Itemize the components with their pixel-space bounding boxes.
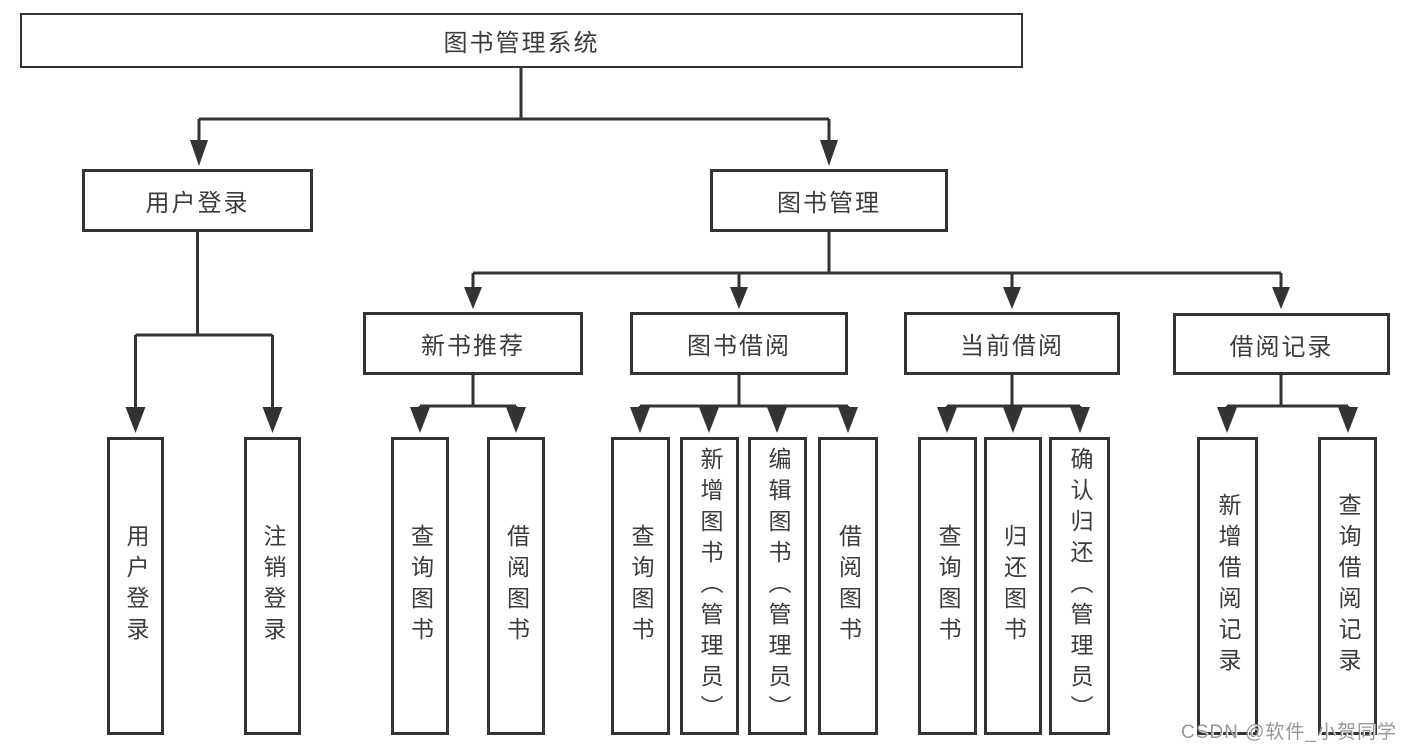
node-library-system: 图书管理系统 (20, 13, 1023, 68)
leaf-query-borrow-record: 查询借阅记录 (1318, 437, 1377, 735)
leaf-borrow-books: 借阅图书 (818, 437, 878, 735)
leaf-add-borrow-record: 新增借阅记录 (1197, 437, 1258, 735)
leaf-return-book: 归还图书 (984, 437, 1042, 735)
node-new-book-recommend: 新书推荐 (363, 312, 583, 375)
leaf-confirm-return-admin: 确认归还（管理员） (1049, 437, 1110, 735)
leaf-logout: 注销登录 (244, 437, 301, 735)
node-book-borrow: 图书借阅 (630, 312, 848, 375)
node-borrow-records: 借阅记录 (1173, 313, 1390, 375)
leaf-add-book-admin: 新增图书（管理员） (680, 437, 739, 735)
leaf-query-books-recommend: 查询图书 (391, 437, 449, 735)
watermark-text: CSDN @软件_小贺同学 (1181, 722, 1397, 743)
leaf-query-books-current: 查询图书 (918, 437, 977, 735)
leaf-user-login: 用户登录 (107, 437, 164, 735)
node-book-management: 图书管理 (710, 169, 948, 232)
node-user-login: 用户登录 (82, 169, 313, 232)
connector-paths (134, 68, 1350, 412)
leaf-query-books-borrow: 查询图书 (611, 437, 670, 735)
leaf-borrow-books-recommend: 借阅图书 (487, 437, 545, 735)
arrowheads (125, 140, 1358, 433)
leaf-edit-book-admin: 编辑图书（管理员） (748, 437, 807, 735)
node-current-borrow: 当前借阅 (904, 312, 1120, 375)
